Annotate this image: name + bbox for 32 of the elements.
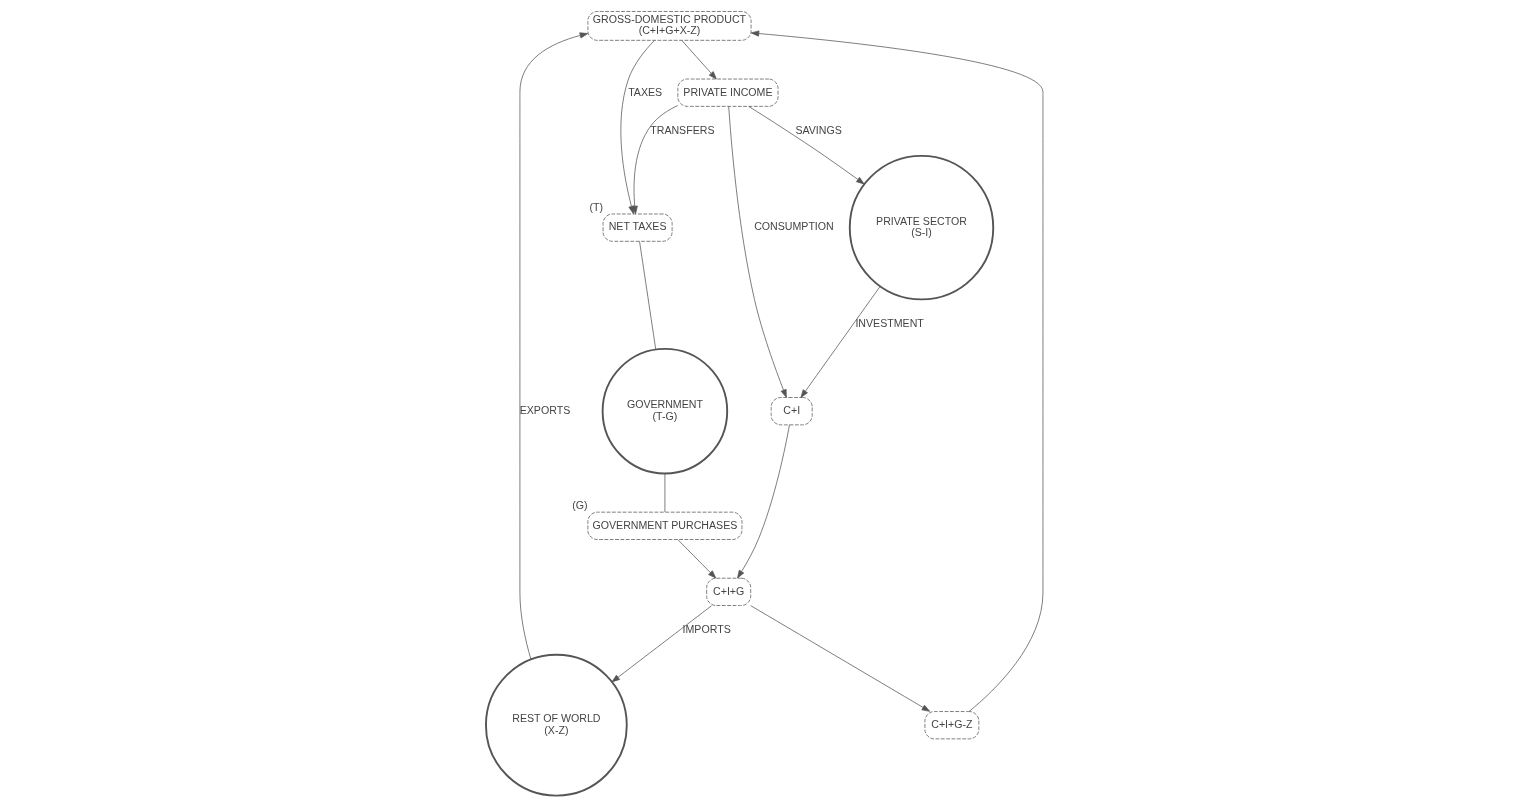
arrow (750, 605, 931, 712)
node-box: C+I (770, 397, 813, 426)
node-label: (G) (572, 499, 588, 512)
arrow (611, 605, 712, 683)
node-box: PRIVATE INCOME (677, 78, 779, 107)
arrow (748, 106, 865, 185)
node-box: GROSS-DOMESTIC PRODUCT (C+I+G+X-Z) (587, 11, 752, 41)
arrow (631, 105, 679, 215)
node-box: C+I+G-Z (924, 711, 980, 740)
arrow (519, 32, 589, 660)
edge-label: TAXES (628, 85, 663, 98)
node-label: (T) (589, 201, 603, 214)
connector (664, 473, 666, 513)
node-box: GOVERNMENT PURCHASES (587, 511, 743, 540)
edge-label: EXPORTS (519, 403, 571, 416)
arrow (800, 286, 881, 398)
node-circle: REST OF WORLD (X-Z) (485, 653, 628, 797)
edge-label: INVESTMENT (855, 317, 924, 330)
arrow (750, 30, 1044, 712)
node-box: NET TAXES (602, 213, 673, 242)
arrow (677, 539, 717, 579)
edge-label: TRANSFERS (650, 123, 715, 136)
arrow (737, 424, 790, 579)
node-circle: PRIVATE SECTOR (S-I) (848, 154, 995, 301)
arrow (681, 40, 717, 80)
edge-label: IMPORTS (682, 623, 731, 636)
connector (639, 241, 657, 350)
node-circle: GOVERNMENT (T-G) (601, 347, 729, 475)
node-box: C+I+G (706, 577, 752, 606)
edge-label: CONSUMPTION (754, 220, 834, 233)
arrow (728, 106, 787, 398)
edge-label: SAVINGS (795, 123, 842, 136)
